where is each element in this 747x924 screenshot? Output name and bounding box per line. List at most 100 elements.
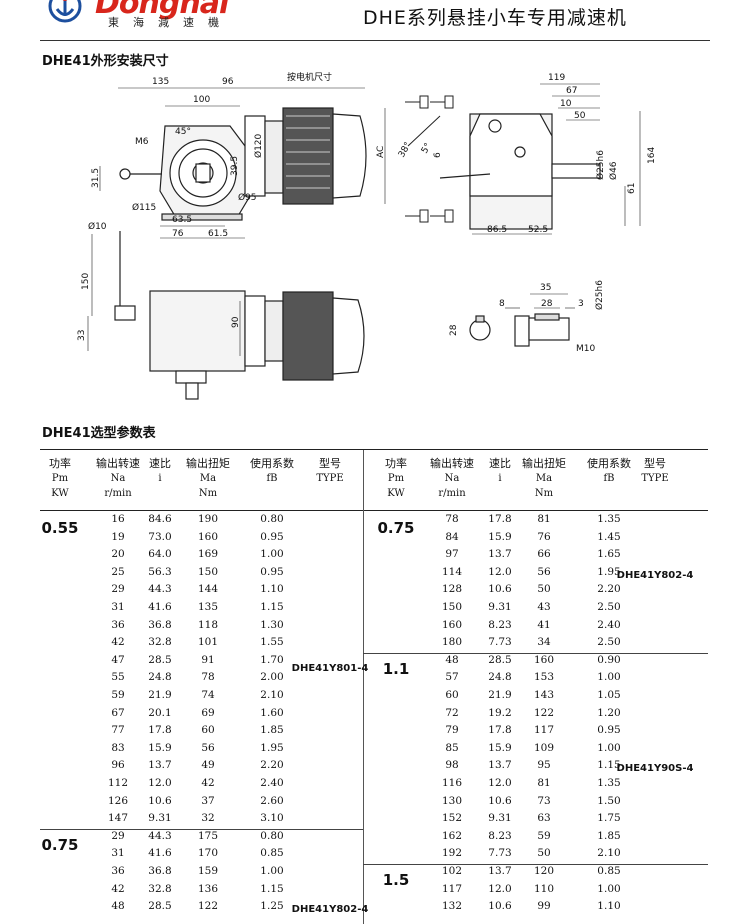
brand-name: Donghai xyxy=(95,0,229,21)
cell-sf: 0.95 xyxy=(260,530,284,543)
dim-52-5: 52.5 xyxy=(528,225,548,235)
dim-39-5: 39.5 xyxy=(230,156,240,176)
cell-speed: 55 xyxy=(111,671,125,684)
cell-ratio: 56.3 xyxy=(148,565,172,578)
cell-speed: 128 xyxy=(441,583,463,596)
cell-ratio: 12.0 xyxy=(488,882,512,895)
cell-speed: 59 xyxy=(111,689,125,701)
cell-torque: 50 xyxy=(537,583,551,596)
dim-100: 100 xyxy=(193,95,210,105)
gearbox-side-view xyxy=(439,113,601,230)
cell-torque: 122 xyxy=(533,706,555,719)
header-torque-line: 输出扭矩 xyxy=(522,457,566,470)
cell-sf: 1.10 xyxy=(597,900,621,913)
dim-33: 33 xyxy=(77,330,87,341)
cell-torque: 73 xyxy=(537,794,551,807)
cell-speed: 147 xyxy=(107,812,129,825)
cell-ratio: 10.6 xyxy=(148,794,172,807)
group-type: DHE41Y801-4 xyxy=(291,663,369,675)
cell-sf: 1.45 xyxy=(597,530,621,543)
cell-speed: 114 xyxy=(441,565,463,578)
dim-phi25h6: Ø25h6 xyxy=(595,150,606,180)
header-torque-line: Ma xyxy=(535,473,553,484)
cell-sf: 0.95 xyxy=(260,565,284,578)
dim-50: 50 xyxy=(574,111,586,121)
cell-sf: 2.10 xyxy=(260,689,284,701)
dim-61-5: 61.5 xyxy=(208,229,228,239)
cell-torque: 66 xyxy=(537,548,551,561)
cell-ratio: 12.0 xyxy=(488,777,512,789)
group-divider xyxy=(40,828,363,830)
cell-sf: 1.35 xyxy=(597,777,621,789)
cell-speed: 180 xyxy=(441,636,463,649)
header-sf-line: 使用系数 xyxy=(587,457,631,470)
cell-speed: 16 xyxy=(111,513,125,525)
cell-sf: 1.65 xyxy=(597,548,621,561)
cell-torque: 144 xyxy=(197,583,219,596)
cell-ratio: 15.9 xyxy=(488,530,512,543)
header-sf-line: fB xyxy=(266,473,278,484)
dim-motor-size: 按电机尺寸 xyxy=(287,71,332,83)
cell-torque: 160 xyxy=(533,653,555,666)
cell-ratio: 24.8 xyxy=(148,671,172,684)
cell-torque: 153 xyxy=(533,671,555,684)
cell-ratio: 13.7 xyxy=(488,548,512,561)
cell-ratio: 36.8 xyxy=(148,618,172,631)
cell-sf: 1.75 xyxy=(597,812,621,825)
dim-phi25h6-b: Ø25h6 xyxy=(594,280,605,310)
header-torque-line: 输出扭矩 xyxy=(186,457,230,470)
cell-torque: 101 xyxy=(197,636,219,649)
cell-speed: 31 xyxy=(111,601,125,613)
header-ratio-line: 速比 xyxy=(149,457,171,470)
dim-phi46: Ø46 xyxy=(608,161,619,180)
cell-ratio: 28.5 xyxy=(488,653,512,666)
cell-ratio: 19.2 xyxy=(488,706,512,719)
cell-ratio: 9.31 xyxy=(488,601,512,613)
dim-67: 67 xyxy=(566,86,577,96)
cell-ratio: 17.8 xyxy=(488,513,512,525)
cell-ratio: 41.6 xyxy=(148,847,172,860)
cell-torque: 122 xyxy=(197,900,219,913)
header-sf: 使用系数 fB xyxy=(232,456,312,486)
cell-sf: 1.85 xyxy=(260,724,284,737)
cell-torque: 109 xyxy=(533,741,555,754)
dim-phi115: Ø115 xyxy=(132,202,156,213)
cell-sf: 0.90 xyxy=(597,653,621,666)
header-sf-line: 使用系数 xyxy=(250,457,294,470)
cell-torque: 78 xyxy=(201,671,215,684)
cell-speed: 192 xyxy=(441,847,463,860)
dim-35: 35 xyxy=(540,283,551,293)
cell-speed: 126 xyxy=(107,794,129,807)
cell-torque: 118 xyxy=(197,618,219,631)
cell-torque: 136 xyxy=(197,882,219,895)
cell-speed: 57 xyxy=(445,671,459,684)
cell-sf: 1.05 xyxy=(597,689,621,701)
cell-ratio: 17.8 xyxy=(488,724,512,737)
cell-sf: 0.85 xyxy=(597,865,621,877)
cell-speed: 77 xyxy=(111,724,125,737)
cell-speed: 72 xyxy=(445,706,459,719)
dim-m6: M6 xyxy=(135,137,149,147)
header-speed-line: 输出转速 xyxy=(430,457,474,470)
cell-speed: 160 xyxy=(441,618,463,631)
cell-torque: 69 xyxy=(201,706,215,719)
